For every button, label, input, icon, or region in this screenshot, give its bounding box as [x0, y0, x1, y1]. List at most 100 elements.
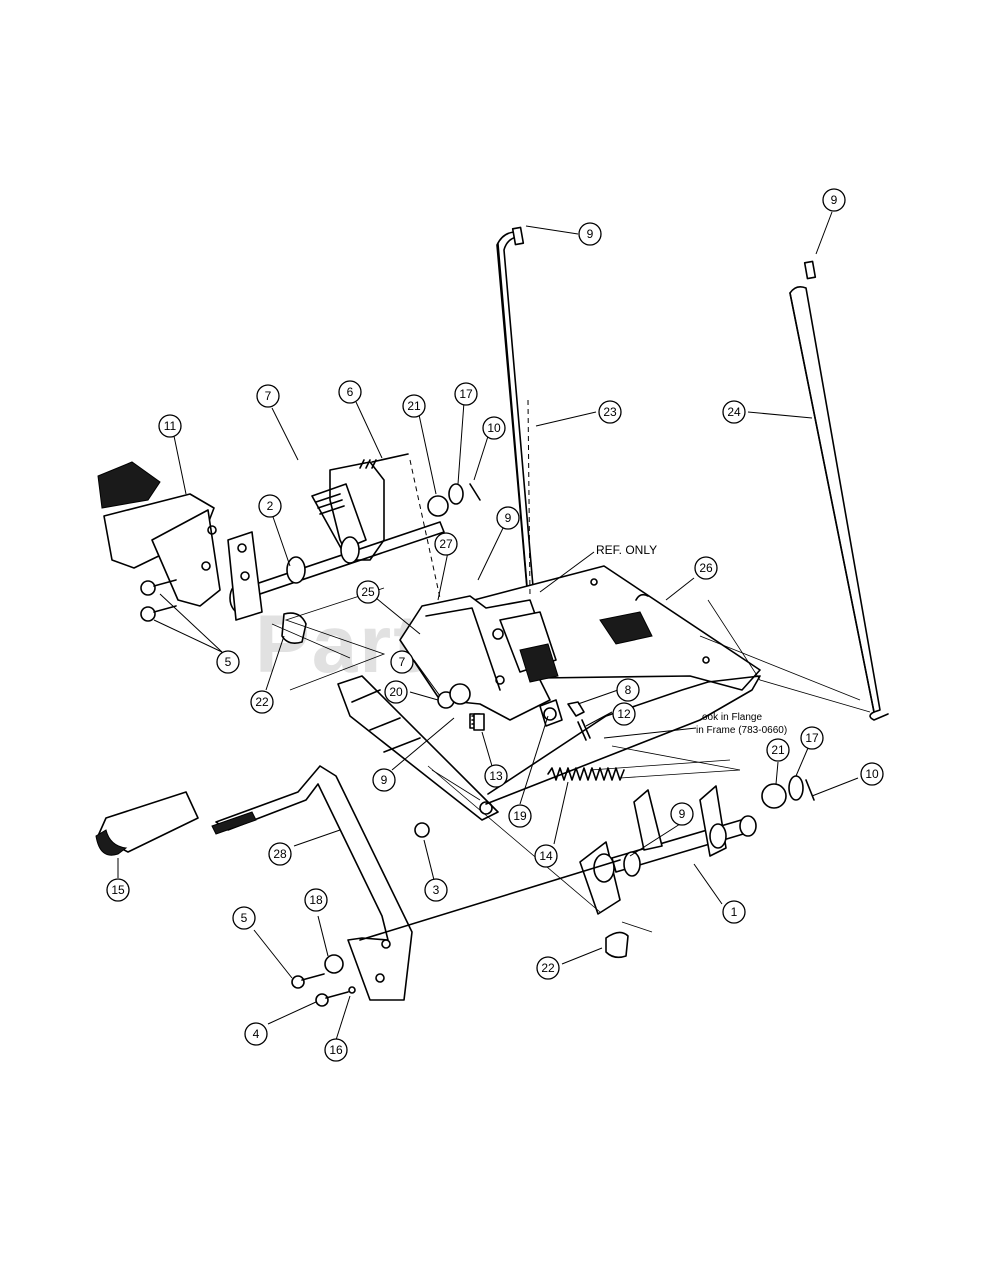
callout-circle	[694, 556, 718, 580]
callout-circle	[722, 400, 746, 424]
callout-18: 18	[304, 888, 328, 912]
callout-number: 17	[459, 387, 473, 401]
callout-number: 21	[407, 399, 421, 413]
callout-number: 19	[513, 809, 527, 823]
callout-circle	[766, 738, 790, 762]
callout-2: 2	[258, 494, 282, 518]
callout-number: 6	[347, 385, 354, 399]
part-grip-15	[95, 791, 199, 856]
callout-number: 11	[164, 419, 177, 433]
callout-6: 6	[338, 380, 362, 404]
callout-number: 22	[255, 695, 269, 709]
callout-7-mid: 7	[390, 650, 414, 674]
callout-circle	[244, 1022, 268, 1046]
callout-circle	[372, 768, 396, 792]
callout-circle	[256, 384, 280, 408]
callout-circle	[536, 956, 560, 980]
callout-9-topright: 9	[822, 188, 846, 212]
callout-9-right: 9	[670, 802, 694, 826]
callout-26: 26	[694, 556, 718, 580]
part-pedal-lever-28	[211, 765, 621, 1001]
callout-number: 22	[541, 961, 555, 975]
callout-number: 27	[439, 537, 453, 551]
callout-number: 1	[731, 905, 738, 919]
callout-circle	[434, 532, 458, 556]
callout-circle	[106, 878, 130, 902]
callout-5-low: 5	[232, 906, 256, 930]
note-ref-only: REF. ONLY	[539, 543, 657, 593]
callout-1: 1	[722, 900, 746, 924]
callout-9-low: 9	[372, 768, 396, 792]
callout-circle	[598, 400, 622, 424]
callout-circle	[616, 678, 640, 702]
callout-circle	[424, 878, 448, 902]
callout-number: 10	[865, 767, 879, 781]
part-clevis-19	[539, 699, 591, 741]
callout-circle	[338, 380, 362, 404]
callout-number: 2	[267, 499, 274, 513]
callout-circle	[356, 580, 380, 604]
callout-number: 9	[381, 773, 388, 787]
callout-circle	[484, 764, 508, 788]
callout-25: 25	[356, 580, 380, 604]
callout-number: 17	[805, 731, 819, 745]
callout-number: 25	[361, 585, 375, 599]
leader-lines	[117, 211, 859, 1041]
callout-17-top: 17	[454, 382, 478, 406]
callout-circle	[216, 650, 240, 674]
part-lift-rod-23	[496, 226, 535, 601]
callout-17-low: 17	[800, 726, 824, 750]
callout-circle	[670, 802, 694, 826]
callout-circle	[324, 1038, 348, 1062]
callout-15: 15	[106, 878, 130, 902]
callout-number: 12	[617, 707, 631, 721]
callout-circle	[496, 506, 520, 530]
ref-only-label: REF. ONLY	[596, 543, 657, 557]
callout-circle	[722, 900, 746, 924]
part-pedal-11	[97, 461, 221, 607]
callout-circle	[482, 416, 506, 440]
callout-24: 24	[722, 400, 746, 424]
callout-number: 5	[241, 911, 248, 925]
callout-number: 9	[505, 511, 512, 525]
callout-number: 8	[625, 683, 632, 697]
callout-5-top: 5	[216, 650, 240, 674]
callout-number: 3	[433, 883, 440, 897]
callout-circle	[822, 188, 846, 212]
callout-number: 24	[727, 405, 741, 419]
callout-22-low: 22	[536, 956, 560, 980]
callout-23: 23	[598, 400, 622, 424]
callout-4: 4	[244, 1022, 268, 1046]
callout-circle	[402, 394, 426, 418]
callout-circle	[232, 906, 256, 930]
callout-number: 21	[771, 743, 785, 757]
note-hook-flange: ook in Flange in Frame (783-0660)	[603, 712, 787, 739]
callout-27: 27	[434, 532, 458, 556]
part-bolts-5	[140, 579, 177, 622]
part-long-rod-24	[789, 260, 889, 721]
callout-circle	[384, 680, 408, 704]
callout-number: 10	[487, 421, 501, 435]
callout-number: 26	[699, 561, 713, 575]
callout-number: 13	[489, 769, 503, 783]
callout-number: 7	[399, 655, 406, 669]
callout-3: 3	[424, 878, 448, 902]
callout-11: 11	[158, 414, 182, 438]
callout-19: 19	[508, 804, 532, 828]
callout-number: 9	[587, 227, 594, 241]
callout-number: 14	[539, 849, 553, 863]
part-lower-shaft-1	[579, 775, 815, 915]
callout-7-top: 7	[256, 384, 280, 408]
part-pivot-6	[311, 453, 481, 561]
callout-circle	[612, 702, 636, 726]
callout-number: 28	[273, 847, 287, 861]
callout-14: 14	[534, 844, 558, 868]
callout-21-low: 21	[766, 738, 790, 762]
callout-number: 18	[309, 893, 323, 907]
callout-12: 12	[612, 702, 636, 726]
callout-circle	[800, 726, 824, 750]
flange-note-line2: in Frame (783-0660)	[696, 725, 787, 736]
callout-28: 28	[268, 842, 292, 866]
callout-circle	[268, 842, 292, 866]
